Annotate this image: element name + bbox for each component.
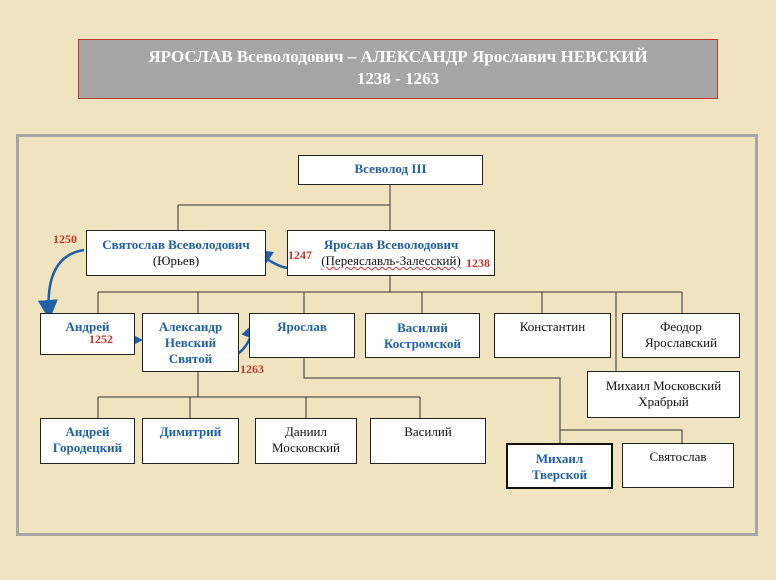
node-yaroslav: Ярослав	[249, 313, 355, 358]
node-yaroslav-vsevolodovich: Ярослав Всеволодович (Переяславль-Залесс…	[287, 230, 495, 276]
node-andrey-gorodetsky: Андрей Городецкий	[40, 418, 135, 464]
year-1263: 1263	[240, 362, 264, 376]
arrow-1250	[37, 248, 85, 320]
node-alexander-nevsky: Александр Невский Святой	[142, 313, 239, 372]
node-svyatoslav-2: Святослав	[622, 443, 734, 488]
node-vasily-kostromskoy: Василий Костромской	[365, 313, 480, 358]
node-svyatoslav: Святослав Всеволодович (Юрьев)	[86, 230, 266, 276]
year-1252: 1252	[89, 332, 113, 346]
node-konstantin: Константин	[494, 313, 611, 358]
line-yaroslav-sons	[303, 358, 683, 443]
diagram-frame	[16, 134, 758, 536]
node-mikhail-tverskoy: Михаил Тверской	[506, 443, 613, 489]
node-andrey: Андрей	[40, 313, 135, 355]
title-banner: ЯРОСЛАВ Всеволодович – АЛЕКСАНДР Ярослав…	[78, 39, 718, 99]
year-1238: 1238	[466, 256, 490, 270]
year-1247: 1247	[288, 248, 312, 262]
line-yaroslav-children	[97, 276, 683, 371]
node-daniil-moskovsky: Даниил Московский	[255, 418, 357, 464]
line-vsevolod-children	[177, 185, 391, 230]
node-vasily: Василий	[370, 418, 486, 464]
node-mikhail-moskovsky: Михаил Московский Храбрый	[587, 371, 740, 418]
year-1250: 1250	[53, 232, 77, 246]
node-dimitry: Димитрий	[142, 418, 239, 464]
title-line-1: ЯРОСЛАВ Всеволодович – АЛЕКСАНДР Ярослав…	[148, 47, 648, 66]
node-vsevolod: Всеволод III	[298, 155, 483, 185]
node-feodor-yaroslavsky: Феодор Ярославский	[622, 313, 740, 358]
line-alexander-children	[97, 372, 421, 418]
title-line-2: 1238 - 1263	[356, 69, 440, 88]
